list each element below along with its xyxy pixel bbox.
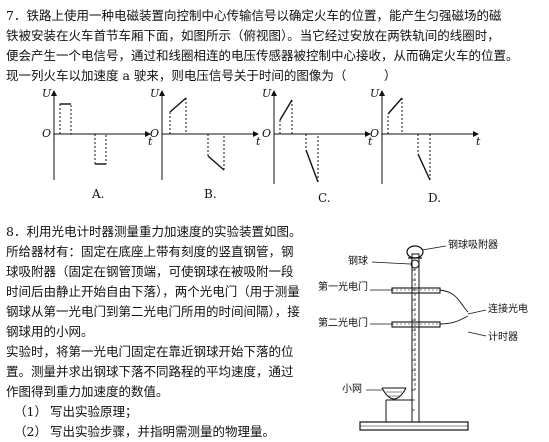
graph-b-u-label: U: [150, 87, 160, 100]
graph-a-letter: A.: [92, 187, 105, 201]
graph-d-t-label: t: [476, 135, 481, 148]
graph-a[interactable]: U t O A.: [40, 84, 170, 212]
gate-1-label: 第一光电门: [318, 282, 368, 293]
graph-c[interactable]: U t O C.: [260, 84, 390, 212]
graph-c-origin-label: O: [262, 127, 272, 140]
graph-a-origin-label: O: [42, 127, 52, 140]
q8-sub-question-1: （1）写出实验原理；: [6, 402, 314, 422]
q8-line-7: 实验时，将第一光电门固定在靠近钢球开始下落的位: [6, 344, 294, 359]
graph-b-letter: B.: [204, 187, 217, 201]
q7-line-3: 便会产生一个电信号，通过和线圈相连的电压传感器被控制中心接收，从而确定火车的位置…: [6, 48, 519, 63]
graph-a-u-label: U: [42, 87, 52, 100]
q8-line-2: 所给器材有：固定在底座上带有刻度的竖直钢管，钢: [6, 244, 294, 259]
graph-c-t-label: t: [368, 135, 373, 148]
q8-line-1: 8．利用光电计时器测量重力加速度的实验装置如图。: [6, 224, 302, 239]
graph-a-t-label: t: [148, 135, 153, 148]
graph-d[interactable]: U t O D.: [368, 84, 498, 212]
net-label: 小网: [342, 384, 362, 395]
q8-sub-1-text: 写出实验原理；: [50, 404, 138, 419]
graph-b-t-label: t: [256, 135, 261, 148]
graph-d-letter: D.: [428, 191, 442, 205]
q7-line-1: 7．铁路上使用一种电磁装置向控制中心传输信号以确定火车的位置，能产生匀强磁场的磁: [6, 8, 502, 23]
q8-line-8: 置。测量并求出钢球下落不同路程的平均速度，通过: [6, 364, 294, 379]
graph-d-plot: [379, 90, 479, 184]
q8-line-9: 作图得到重力加速度的数值。: [6, 384, 169, 399]
graph-d-origin-label: O: [370, 127, 380, 140]
q8-line-6: 钢球用的小网。: [6, 324, 94, 339]
graph-b-origin-label: O: [150, 127, 160, 140]
q8-sub-2-number: （2）: [14, 424, 47, 439]
question-7: 7．铁路上使用一种电磁装置向控制中心传输信号以确定火车的位置，能产生匀强磁场的磁…: [6, 6, 544, 86]
graph-b-plot: [159, 90, 259, 180]
q8-line-3: 球吸附器（固定在钢管顶端，可使钢球在被吸附一段: [6, 264, 294, 279]
q8-line-5: 钢球从第一光电门到第二光电门所用的时间间隔），接: [6, 304, 300, 319]
q7-line-4: 现一列火车以加速度 a 驶来，则电压信号关于时间的图像为（ ）: [6, 68, 397, 83]
graph-a-plot: [51, 90, 151, 180]
graph-c-u-label: U: [262, 87, 272, 100]
question-8: 8．利用光电计时器测量重力加速度的实验装置如图。 所给器材有：固定在底座上带有刻…: [6, 222, 314, 442]
graph-d-u-label: U: [370, 87, 380, 100]
adsorber-label: 钢球吸附器: [448, 240, 498, 251]
graph-c-plot: [271, 90, 371, 184]
q7-line-2: 铁被安装在火车首节车厢下面，如图所示（俯视图）。当它经过安放在两铁轨间的线圈时，: [6, 28, 500, 43]
q8-line-4: 时间后由静止开始自由下落），两个光电门（用于测量: [6, 284, 300, 299]
graph-b[interactable]: U t O B.: [148, 84, 278, 212]
connect-label: 连接光电: [488, 304, 528, 315]
ball-label: 钢球: [348, 256, 368, 267]
q8-sub-2-text: 写出实验步骤，并指明需测量的物理量。: [50, 424, 276, 439]
graph-c-letter: C.: [318, 191, 331, 205]
q8-sub-question-2: （2）写出实验步骤，并指明需测量的物理量。: [6, 422, 314, 442]
gate-2-label: 第二光电门: [318, 318, 368, 329]
q8-sub-1-number: （1）: [14, 404, 47, 419]
apparatus-drawing: [359, 245, 487, 431]
answer-graphs: U t O A. U t O B.: [0, 84, 549, 212]
timer-label: 计时器: [488, 332, 518, 343]
apparatus-diagram: 钢球吸附器 钢球 第一光电门 连接光电 第二光电门 计时器 小网: [318, 240, 546, 436]
